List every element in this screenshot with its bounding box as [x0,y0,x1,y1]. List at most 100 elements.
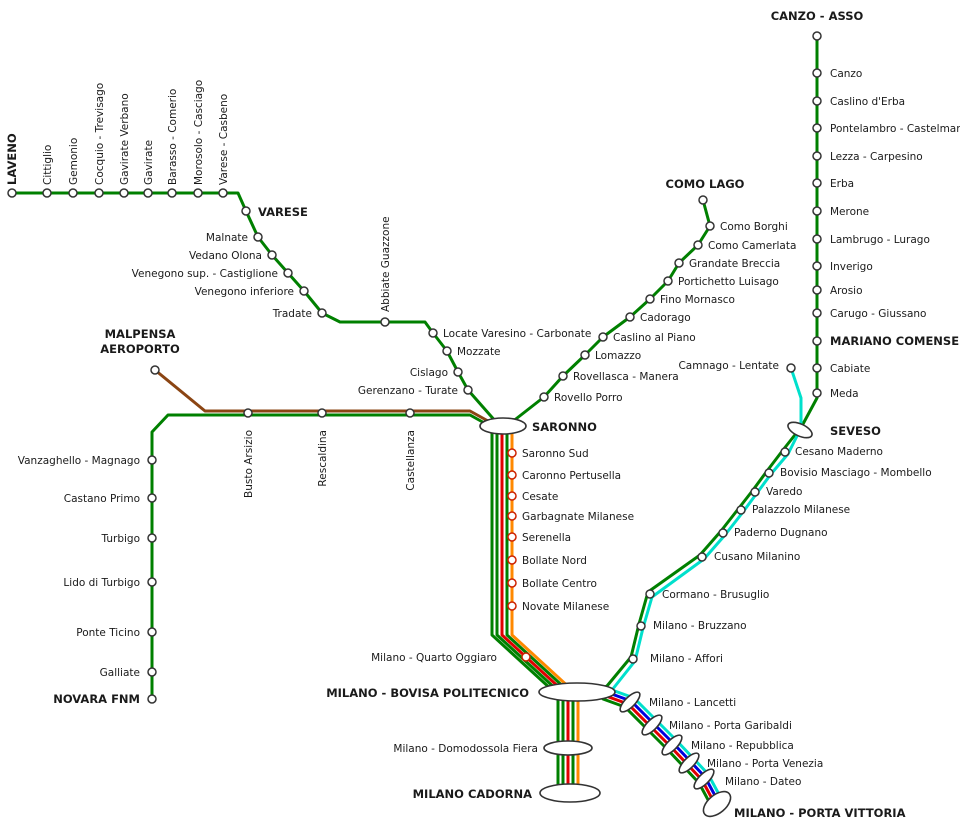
station-label-quarto-oggiaro: Milano - Quarto Oggiaro [371,652,497,664]
station-marker-lambrugo-lurago [812,234,822,244]
station-label-cittiglio: Cittiglio [42,145,54,185]
station-label-busto-arsizio: Busto Arsizio [243,430,255,498]
station-marker-saronno-sud [507,448,517,458]
station-label-cesate: Cesate [522,491,558,503]
station-marker-cocquio-trevisago [94,188,104,198]
station-label-rescaldina: Rescaldina [317,430,329,487]
station-label-milano-porta-garibaldi: Milano - Porta Garibaldi [669,720,792,732]
station-label-gemonio: Gemonio [68,138,80,185]
station-marker-domodossola-fiera [543,740,593,756]
station-marker-rescaldina [317,408,327,418]
station-label-castano-primo: Castano Primo [64,493,140,505]
station-label-morosolo-casciago: Morosolo - Casciago [193,80,205,185]
station-label-saronno-sud: Saronno Sud [522,448,589,460]
station-label-milano-porta-vittoria: MILANO - PORTA VITTORIA [734,806,906,820]
station-label-vanzaghello-magnago: Vanzaghello - Magnago [18,455,140,467]
station-label-arosio: Arosio [830,285,863,297]
station-marker-cusano-milanino [697,552,707,562]
station-label-merone: Merone [830,206,869,218]
station-label-castellanza: Castellanza [405,430,417,491]
station-label-rovello-porro: Rovello Porro [554,392,623,404]
station-marker-barasso-comerio [167,188,177,198]
station-label-gavirate: Gavirate [143,140,155,185]
station-label-palazzolo-milanese: Palazzolo Milanese [752,504,850,516]
station-label-caslino-derba: Caslino d'Erba [830,96,905,108]
station-label-milano-cadorna: MILANO CADORNA [413,787,532,801]
station-label-venegono-sup: Venegono sup. - Castiglione [132,268,278,280]
station-marker-grandate-breccia [674,258,684,268]
station-marker-como-camerlata [693,240,703,250]
station-label-galliate: Galliate [100,667,140,679]
station-label-milano-bruzzano: Milano - Bruzzano [653,620,747,632]
station-marker-cittiglio [42,188,52,198]
station-label-barasso-comerio: Barasso - Comerio [167,89,179,185]
station-marker-palazzolo-milanese [736,505,746,515]
station-label-lido-di-turbigo: Lido di Turbigo [63,577,140,589]
station-marker-garbagnate-milanese [507,511,517,521]
station-marker-vanzaghello-magnago [147,455,157,465]
station-marker-rovellasca-manera [558,371,568,381]
station-marker-cormano-brusuglio [645,589,655,599]
station-label-grandate-breccia: Grandate Breccia [689,258,780,270]
station-marker-milano-porta-garibaldi [641,714,663,736]
station-label-saronno: SARONNO [532,420,597,434]
station-marker-cadorago [625,312,635,322]
station-marker-caslino-derba [812,96,822,106]
station-label-bovisio-masciago: Bovisio Masciago - Mombello [780,467,932,479]
station-label-cusano-milanino: Cusano Milanino [714,551,800,563]
station-marker-meda [812,388,822,398]
station-label-turbigo: Turbigo [101,533,140,545]
station-label-mariano-comense: MARIANO COMENSE [830,334,959,348]
station-label-camnago-lentate: Camnago - Lentate [678,360,779,372]
station-label-lomazzo: Lomazzo [595,350,641,362]
station-marker-castano-primo [147,493,157,503]
station-marker-varedo [750,487,760,497]
station-label-carugo-giussano: Carugo - Giussano [830,308,926,320]
station-label-erba: Erba [830,178,854,190]
station-label-milano-repubblica: Milano - Repubblica [691,740,794,752]
station-marker-milano-porta-venezia [678,752,700,774]
station-label-varese-casbeno: Varese - Casbeno [218,94,230,185]
station-marker-serenella [507,532,517,542]
station-label-seveso: SEVESO [830,424,881,438]
station-marker-cislago [453,367,463,377]
station-marker-vedano-olona [267,250,277,260]
station-marker-quarto-oggiaro [521,652,531,662]
station-marker-locate-varesino [428,328,438,338]
station-label-bollate-nord: Bollate Nord [522,555,587,567]
station-label-malnate: Malnate [206,232,248,244]
station-label-cesano-maderno: Cesano Maderno [795,446,883,458]
station-marker-lomazzo [580,350,590,360]
station-marker-lezza-carpesino [812,151,822,161]
station-marker-camnago-lentate [786,363,796,373]
station-label-cormano-brusuglio: Cormano - Brusuglio [662,589,769,601]
station-marker-venegono-inf [299,286,309,296]
station-label-serenella: Serenella [522,532,571,544]
station-label-mozzate: Mozzate [457,346,501,358]
station-marker-seveso [787,421,813,439]
station-label-ponte-ticino: Ponte Ticino [76,627,140,639]
station-label-pontelambro-castelmarte: Pontelambro - Castelmarte [830,123,960,135]
station-marker-milano-bruzzano [636,621,646,631]
line-malpensa-saronno [153,368,490,423]
station-marker-malpensa-aeroporto [150,365,160,375]
station-label-bollate-centro: Bollate Centro [522,578,597,590]
station-marker-arosio [812,285,822,295]
station-label-inverigo: Inverigo [830,261,873,273]
station-label-cabiate: Cabiate [830,363,870,375]
station-marker-milano-repubblica [661,734,683,756]
station-label-cocquio-trevisago: Cocquio - Trevisago [94,83,106,185]
station-label-cislago: Cislago [410,367,448,379]
station-label-gavirate-verbano: Gavirate Verbano [119,93,131,185]
station-marker-venegono-sup [283,268,293,278]
station-label-como-lago: COMO LAGO [666,177,745,191]
station-marker-como-borghi [705,221,715,231]
station-label-milano-bovisa: MILANO - BOVISA POLITECNICO [326,686,529,700]
station-marker-canzo-asso [812,31,822,41]
station-marker-tradate [317,308,327,318]
station-marker-caslino-al-piano [598,332,608,342]
station-marker-castellanza [405,408,415,418]
station-label-garbagnate-milanese: Garbagnate Milanese [522,511,634,523]
